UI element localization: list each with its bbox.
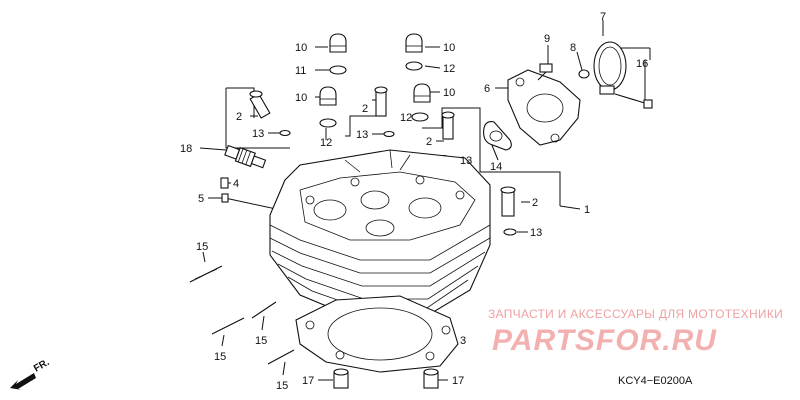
callout-13: 13 (252, 128, 264, 140)
callout-5: 5 (198, 193, 204, 205)
o-ring-right-lower (503, 228, 517, 236)
callout-17: 17 (452, 375, 464, 387)
washer-12-mid-left (319, 118, 337, 128)
callout-2: 2 (426, 136, 432, 148)
cap-nut-top-left (329, 33, 347, 53)
callout-10: 10 (295, 42, 307, 54)
callout-14: 14 (490, 161, 502, 173)
spark-plug (224, 144, 267, 169)
cylinder-head (269, 149, 491, 321)
dowel-pin-5 (221, 193, 229, 203)
callout-labels: 10 11 10 12 10 12 10 12 9 7 8 16 6 2 13 … (180, 11, 648, 392)
callout-13: 13 (530, 227, 542, 239)
valve-guide-left (249, 90, 271, 119)
washer-12-top (405, 61, 423, 71)
dowel-17-left (333, 368, 349, 389)
front-marker: FR. (32, 357, 52, 375)
stud-bolt-bottom (267, 349, 295, 365)
front-arrow-icon (10, 373, 36, 390)
diagram-code: KCY4−E0200A (618, 375, 693, 387)
callout-15: 15 (196, 241, 208, 253)
callout-13: 13 (356, 129, 368, 141)
exhaust-flange (507, 69, 581, 146)
o-ring-center (383, 130, 395, 138)
callout-10: 10 (295, 92, 307, 104)
watermark-tagline: ЗАПЧАСТИ И АКСЕССУАРЫ ДЛЯ МОТОТЕХНИКИ (488, 307, 783, 321)
stud-bolt-mid (251, 301, 277, 319)
dowel-pin-4 (220, 177, 229, 189)
callout-11: 11 (295, 65, 306, 77)
bolt-9 (537, 63, 553, 81)
callout-17: 17 (302, 375, 314, 387)
callout-16: 16 (636, 58, 648, 70)
callout-4: 4 (233, 178, 239, 190)
valve-guide-right-upper (441, 111, 455, 140)
washer-12-mid-right (411, 112, 429, 122)
callout-15: 15 (255, 335, 267, 347)
dowel-17-right (423, 368, 439, 389)
callout-18: 18 (180, 143, 192, 155)
clamp-band (593, 41, 627, 95)
callout-2: 2 (532, 197, 538, 209)
callout-10: 10 (443, 87, 455, 99)
valve-guide-right-lower (500, 186, 516, 217)
collar-8 (578, 69, 590, 79)
callout-12: 12 (443, 63, 455, 75)
callout-7: 7 (600, 11, 606, 23)
callout-12: 12 (320, 137, 332, 149)
exhaust-gasket (483, 121, 512, 151)
callout-9: 9 (544, 33, 550, 45)
clamp-bolt (614, 93, 653, 109)
cap-nut-mid-right (413, 83, 431, 103)
callout-13: 13 (460, 155, 472, 167)
callout-15: 15 (214, 351, 226, 363)
callout-1: 1 (584, 204, 590, 216)
watermark-logo: PARTSFOR.RU (492, 324, 717, 357)
callout-15: 15 (276, 380, 288, 392)
stud-bolt-low-left (211, 317, 245, 335)
cap-nut-top-right (405, 33, 423, 53)
valve-guide-center (374, 86, 388, 117)
callout-2: 2 (236, 111, 242, 123)
cap-nut-mid-left (319, 86, 337, 106)
callout-12: 12 (400, 112, 412, 124)
callout-10: 10 (443, 42, 455, 54)
callout-8: 8 (570, 42, 576, 54)
callout-6: 6 (484, 83, 490, 95)
head-gasket (295, 295, 459, 373)
callout-3: 3 (460, 335, 466, 347)
callout-2: 2 (362, 103, 368, 115)
o-ring-left (279, 129, 291, 137)
stud-bolt-left (189, 265, 223, 283)
washer-11 (329, 65, 347, 75)
